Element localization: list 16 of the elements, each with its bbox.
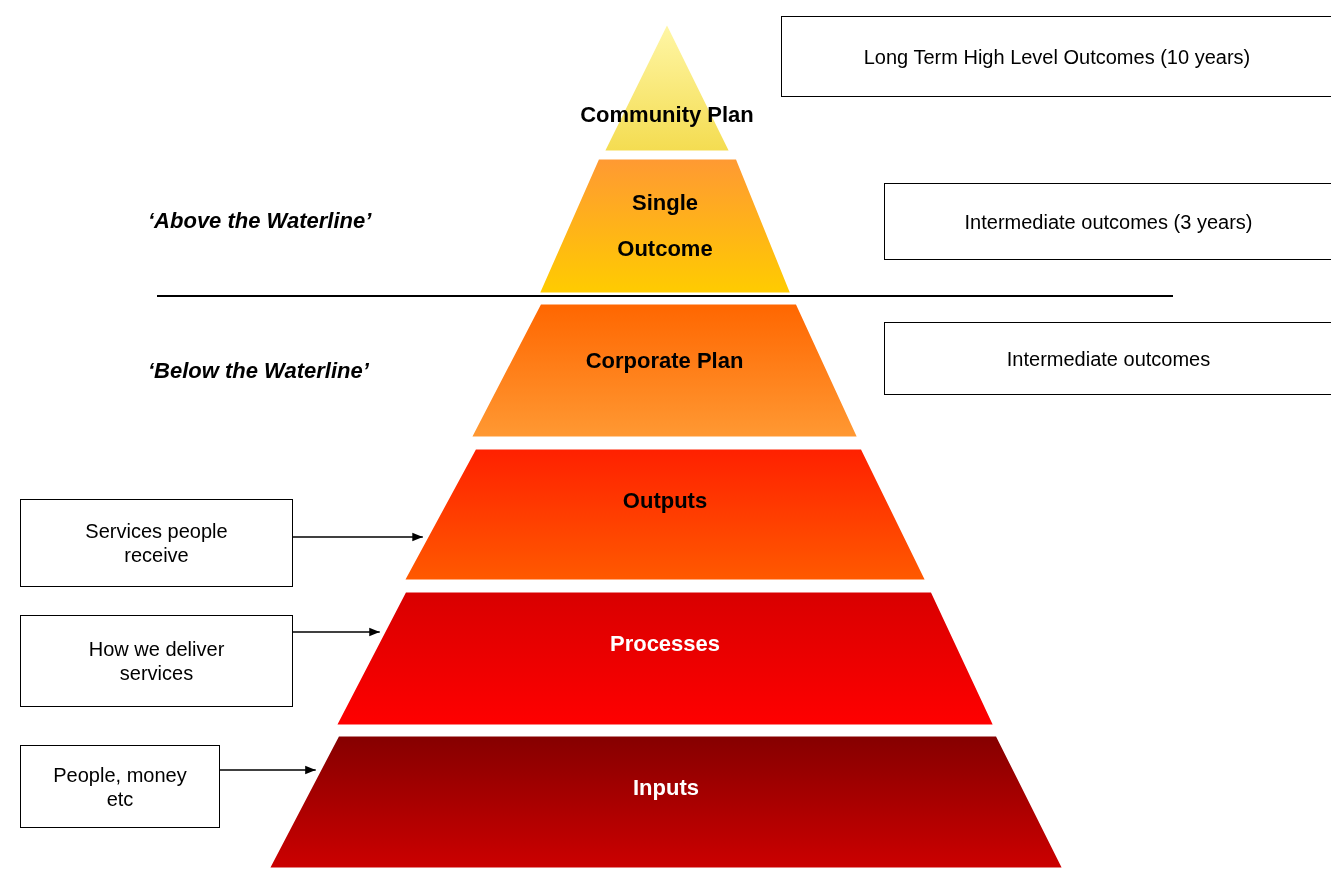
- text-box: How we deliver services: [20, 615, 293, 707]
- arrow: [292, 532, 424, 542]
- note-text: ‘Above the Waterline’: [148, 208, 372, 234]
- text-box: Intermediate outcomes (3 years): [884, 183, 1331, 260]
- pyramid-tier: Single Outcome: [538, 158, 792, 294]
- arrow: [219, 765, 317, 775]
- pyramid-tier: Inputs: [268, 735, 1064, 869]
- text-box: People, money etc: [20, 745, 220, 828]
- note-text: ‘Below the Waterline’: [148, 358, 369, 384]
- pyramid-tier: Corporate Plan: [470, 303, 859, 438]
- text-box: Services people receive: [20, 499, 293, 587]
- text-box: Long Term High Level Outcomes (10 years): [781, 16, 1331, 97]
- pyramid-tier: Processes: [335, 591, 995, 726]
- text-box: Intermediate outcomes: [884, 322, 1331, 395]
- pyramid-tier: Outputs: [403, 448, 927, 581]
- arrow: [292, 627, 381, 637]
